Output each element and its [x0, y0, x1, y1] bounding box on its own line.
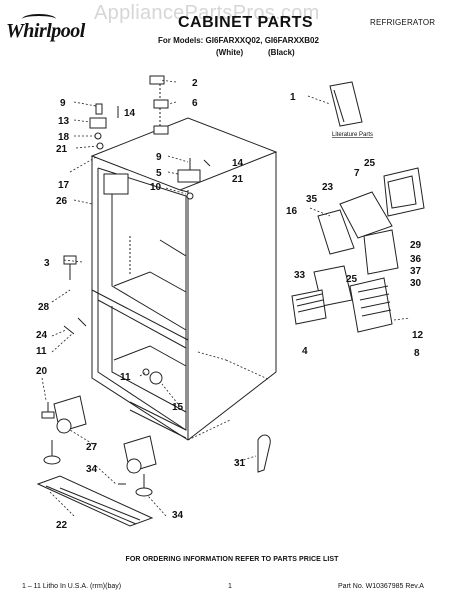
upper-center-hinge: [149, 75, 169, 135]
callout-23: 23: [322, 182, 334, 193]
callout-8: 8: [414, 348, 420, 359]
callout-9: 9: [156, 152, 162, 163]
left-hinge-bracket: [63, 255, 87, 335]
callout-29: 29: [410, 240, 422, 251]
color-white: (White): [216, 48, 244, 57]
callout-21: 21: [232, 174, 244, 185]
callout-10: 10: [150, 182, 162, 193]
callout-11: 11: [120, 372, 131, 383]
callout-26: 26: [56, 196, 68, 207]
callout-34: 34: [86, 464, 98, 475]
color-black: (Black): [268, 48, 295, 57]
callout-20: 20: [36, 366, 48, 377]
upper-left-hinge: [89, 103, 119, 150]
callout-25: 25: [346, 274, 358, 285]
callout-18: 18: [58, 132, 70, 143]
page-number: 1: [228, 583, 232, 590]
ice-module: [317, 167, 425, 275]
callout-37: 37: [410, 266, 422, 277]
part-number: Part No. W10367985 Rev.A: [338, 583, 424, 590]
callout-7: 7: [354, 168, 360, 179]
callout-28: 28: [38, 302, 50, 313]
callout-25: 25: [364, 158, 376, 169]
callout-34: 34: [172, 510, 184, 521]
brand-logo: Whirlpool: [6, 20, 85, 42]
watermark: AppliancePartsPros.com: [94, 2, 320, 24]
page-header: AppliancePartsPros.com Whirlpool CABINET…: [0, 0, 464, 74]
callout-4: 4: [302, 346, 308, 357]
callout-3: 3: [44, 258, 50, 269]
callout-11: 11: [36, 346, 47, 357]
callout-15: 15: [172, 402, 184, 413]
brand-logo-swoosh: [22, 14, 56, 24]
cabinet-top-hinge: [177, 158, 211, 200]
callout-17: 17: [58, 180, 70, 191]
callout-13: 13: [58, 116, 70, 127]
callout-16: 16: [286, 206, 298, 217]
page-title: CABINET PARTS: [178, 14, 314, 31]
callout-2: 2: [192, 78, 198, 89]
cabinet-body: [90, 117, 278, 441]
callout-1: 1: [290, 92, 296, 103]
callout-33: 33: [294, 270, 306, 281]
callout-6: 6: [192, 98, 198, 109]
callout-24: 24: [36, 330, 48, 341]
callout-21: 21: [56, 144, 68, 155]
model-numbers: For Models: GI6FARXXQ02, GI6FARXXB02: [158, 36, 319, 45]
callout-9: 9: [60, 98, 66, 109]
literature-parts-label: Literature Parts: [332, 132, 373, 138]
literature-booklet: [329, 81, 363, 127]
callout-5: 5: [156, 168, 162, 179]
callout-12: 12: [412, 330, 424, 341]
callout-35: 35: [306, 194, 318, 205]
callout-22: 22: [56, 520, 68, 531]
leader-lines: [41, 79, 411, 517]
appliance-category: REFRIGERATOR: [370, 18, 436, 27]
lower-parts: [36, 368, 271, 527]
litho-info: 1 – 11 Litho In U.S.A. (rrm)(bay): [22, 583, 122, 590]
callout-27: 27: [86, 442, 98, 453]
callout-30: 30: [410, 278, 422, 289]
callout-31: 31: [234, 458, 246, 469]
callout-36: 36: [410, 254, 422, 265]
ordering-info: FOR ORDERING INFORMATION REFER TO PARTS …: [125, 556, 339, 563]
vent-assembly: [291, 265, 393, 333]
callout-14: 14: [124, 108, 136, 119]
callout-14: 14: [232, 158, 244, 169]
